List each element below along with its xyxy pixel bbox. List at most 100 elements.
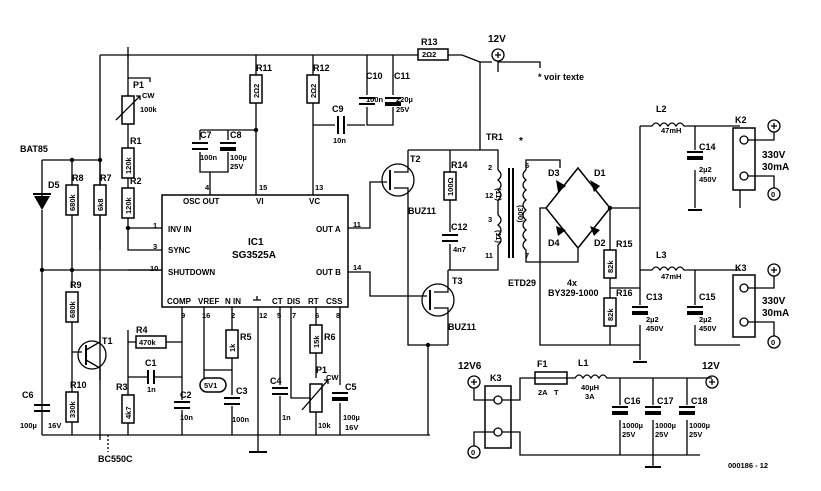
pin-number-13: 13 bbox=[315, 183, 323, 192]
r16-label: R16 bbox=[616, 288, 633, 298]
v12-top-label: 12V bbox=[488, 34, 506, 45]
r16-value: 82k bbox=[606, 308, 615, 321]
wire bbox=[479, 62, 499, 170]
wire bbox=[748, 276, 775, 336]
r15-label: R15 bbox=[616, 239, 633, 249]
c14-label: C14 bbox=[699, 142, 716, 152]
r8-value: 680k bbox=[68, 193, 77, 211]
p1-top-cw: CW bbox=[142, 91, 155, 100]
pin-number-9: 9 bbox=[181, 311, 185, 320]
tap-3: 3 bbox=[488, 215, 492, 224]
c11-label: C11 bbox=[394, 71, 410, 81]
c5-plate bbox=[332, 397, 348, 401]
r5-label: R5 bbox=[240, 332, 252, 342]
t1-leads bbox=[85, 320, 101, 380]
wire bbox=[181, 307, 341, 435]
r11-label: R11 bbox=[256, 63, 272, 73]
d2-diode bbox=[590, 226, 600, 236]
bridge-count: 4x bbox=[567, 278, 577, 288]
l3-inductor bbox=[640, 266, 740, 272]
bc550c-label: BC550C bbox=[98, 454, 133, 464]
terminal-12v-out bbox=[705, 375, 719, 389]
c1-value: 1n bbox=[147, 385, 156, 394]
t2-mosfet bbox=[381, 163, 415, 197]
bat85-label: BAT85 bbox=[20, 144, 48, 154]
c1-label: C1 bbox=[145, 358, 157, 368]
wire bbox=[768, 132, 775, 188]
r12-value: 2Ω2 bbox=[309, 84, 318, 98]
wire bbox=[525, 159, 579, 263]
wire bbox=[448, 244, 451, 271]
c9-label: C9 bbox=[332, 104, 344, 114]
c18-value: 1000µ bbox=[689, 421, 710, 430]
pin-rt-label: RT bbox=[308, 297, 319, 306]
wire bbox=[539, 207, 640, 346]
c8-voltage: 25V bbox=[230, 162, 243, 171]
tap-2: 2 bbox=[488, 163, 492, 172]
plus-icon bbox=[771, 123, 777, 129]
d5-diode bbox=[34, 196, 50, 210]
out1-current: 30mA bbox=[762, 162, 789, 173]
plus-icon bbox=[709, 379, 715, 385]
d1-diode bbox=[590, 180, 600, 192]
l1-inductor bbox=[567, 374, 712, 380]
buz11-a-label: BUZ11 bbox=[408, 206, 436, 216]
d1-label: D1 bbox=[594, 168, 606, 178]
c16-plate bbox=[612, 411, 628, 415]
pin-vref-label: VREF bbox=[198, 297, 219, 306]
buz11-b-label: BUZ11 bbox=[448, 322, 476, 332]
pin-osc-out-label: OSC OUT bbox=[183, 197, 220, 206]
wire bbox=[473, 377, 700, 456]
tap-11: 11 bbox=[485, 251, 493, 260]
c10-value: 100n bbox=[366, 95, 384, 104]
vref-bubble bbox=[199, 377, 227, 393]
r5-value: 1k bbox=[228, 343, 237, 352]
c17-value: 1000µ bbox=[655, 421, 676, 430]
c6-capacitor bbox=[34, 404, 50, 412]
tr1-primary bbox=[450, 169, 502, 271]
c4-capacitor bbox=[272, 387, 288, 395]
c7-label: C7 bbox=[200, 130, 212, 140]
p1-top-pot bbox=[121, 95, 135, 125]
pin-number-2: 2 bbox=[231, 311, 235, 320]
l3-value: 47mH bbox=[661, 272, 681, 281]
plus-icon bbox=[771, 267, 777, 273]
c13-value: 2µ2 bbox=[646, 315, 659, 324]
ic1-body bbox=[161, 194, 349, 308]
l1-current: 3A bbox=[585, 392, 595, 401]
c12-capacitor bbox=[442, 234, 458, 242]
c5-label: C5 bbox=[345, 382, 357, 392]
c17-voltage: 25V bbox=[655, 430, 668, 439]
pin-sync-label: SYNC bbox=[168, 246, 190, 255]
tr1-secondary bbox=[522, 169, 528, 258]
tr1-star: * bbox=[519, 136, 523, 147]
pin-dis-label: DIS bbox=[287, 297, 301, 306]
plus-icon bbox=[495, 52, 501, 58]
t3-label: T3 bbox=[452, 276, 463, 286]
out2-voltage: 330V bbox=[762, 296, 786, 307]
wire bbox=[199, 152, 229, 173]
winding-1: (11) bbox=[494, 188, 503, 201]
terminal-plus bbox=[767, 263, 781, 277]
wire bbox=[497, 61, 541, 72]
c16-voltage: 25V bbox=[622, 430, 635, 439]
r13-value: 2Ω2 bbox=[422, 50, 436, 59]
c2-value: 10n bbox=[180, 413, 193, 422]
out1-voltage: 330V bbox=[762, 150, 786, 161]
r1-value: 120k bbox=[124, 156, 133, 174]
c3-label: C3 bbox=[236, 386, 248, 396]
wire bbox=[619, 378, 688, 455]
vref-5v1-label: 5V1 bbox=[204, 381, 217, 390]
c6-label: C6 bbox=[22, 390, 34, 400]
etd29-label: ETD29 bbox=[508, 278, 536, 288]
zero-icon: 0 bbox=[471, 448, 475, 457]
d3-label: D3 bbox=[548, 168, 560, 178]
k3-input-connector bbox=[484, 385, 512, 449]
junction bbox=[39, 267, 45, 273]
t1-label: T1 bbox=[102, 336, 113, 346]
c16-label: C16 bbox=[624, 396, 641, 406]
c18-plate bbox=[679, 411, 695, 415]
pin-outb-label: OUT B bbox=[316, 268, 341, 277]
c17-plate bbox=[645, 411, 661, 415]
ic1-name: IC1 bbox=[248, 237, 264, 248]
